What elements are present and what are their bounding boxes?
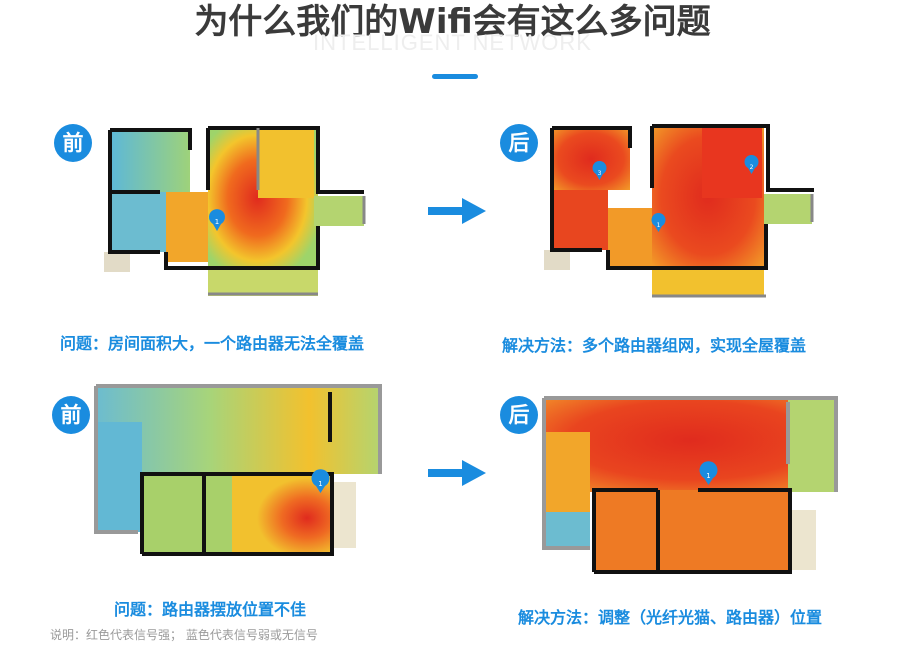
right-arrow-icon — [428, 198, 486, 224]
router-marker — [651, 212, 666, 232]
router-marker — [744, 154, 759, 174]
router-marker — [592, 160, 607, 180]
caption-before-1: 问题：房间面积大，一个路由器无法全覆盖 — [60, 334, 365, 353]
router-marker — [699, 461, 718, 485]
router-label: 2 — [750, 164, 754, 171]
right-arrow-icon — [428, 460, 486, 486]
caption-before-2: 问题：路由器摆放位置不佳 — [114, 600, 307, 619]
before-badge: 前 — [54, 124, 92, 162]
after-badge: 后 — [500, 124, 538, 162]
page-subtitle: INTELLIGENT NETWORK — [313, 30, 592, 55]
router-label: 1 — [657, 222, 661, 229]
router-marker — [311, 469, 330, 493]
caption-after-1: 解决方法：多个路由器组网，实现全屋覆盖 — [502, 336, 807, 355]
floorplan-after-2: 1 — [542, 396, 838, 574]
router-marker — [209, 209, 225, 231]
router-label: 1 — [215, 218, 219, 226]
after-badge: 后 — [500, 396, 538, 434]
router-label: 1 — [318, 480, 322, 488]
router-label: 3 — [598, 170, 602, 177]
router-label: 1 — [706, 472, 710, 480]
page-title: 为什么我们的Wifi会有这么多问题 — [194, 2, 711, 42]
caption-after-2: 解决方法：调整（光纤光猫、路由器）位置 — [518, 608, 823, 627]
floorplan-after-1: 3 2 1 — [544, 124, 814, 298]
legend-note: 说明：红色代表信号强； 蓝色代表信号弱或无信号 — [50, 628, 318, 642]
floorplan-before-2: 1 — [94, 384, 382, 556]
before-badge: 前 — [52, 396, 90, 434]
title-underline — [432, 74, 478, 79]
floorplan-before-1: 1 — [104, 126, 366, 296]
